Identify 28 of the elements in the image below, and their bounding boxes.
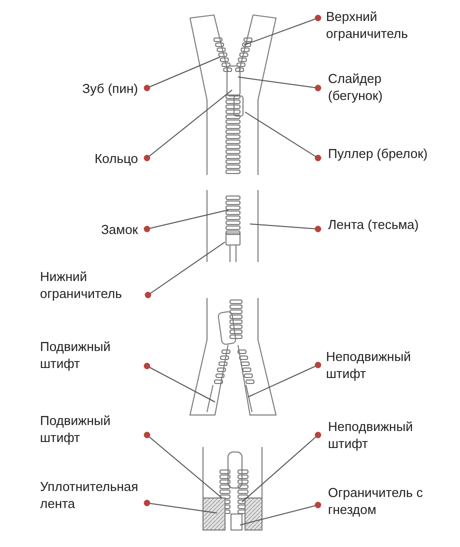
callout-label: Лента (тесьма) [328,216,438,233]
leader-line [238,76,322,92]
leader-line [144,242,226,298]
callout-label: Кольцо [30,150,138,167]
leader-line [248,362,322,398]
callout-label: Замок [30,221,138,238]
leader-line [144,90,232,162]
callout-label: Зуб (пин) [30,80,138,97]
callout-label: Пуллер (брелок) [328,145,438,162]
leader-line [144,362,216,402]
leader-line [144,210,228,232]
leader-line [144,500,218,514]
leader-line [240,502,322,526]
leader-line [244,112,322,162]
leader-line [144,56,220,92]
callout-label: Нижний ограничитель [40,268,160,302]
callout-label: Верхний ограничитель [326,8,446,42]
callout-label: Ограничитель с гнездом [328,484,448,518]
leader-line [250,224,322,232]
callout-label: Слайдер (бегунок) [328,70,438,104]
leader-line [144,432,222,498]
leader-line [244,14,322,46]
callout-label: Уплотнительная лента [40,478,146,512]
callout-label: Неподвижный штифт [328,418,448,452]
callout-label: Неподвижный штифт [326,348,446,382]
callout-label: Подвижный штифт [40,412,140,446]
callout-label: Подвижный штифт [40,338,140,372]
leader-line [242,432,322,502]
